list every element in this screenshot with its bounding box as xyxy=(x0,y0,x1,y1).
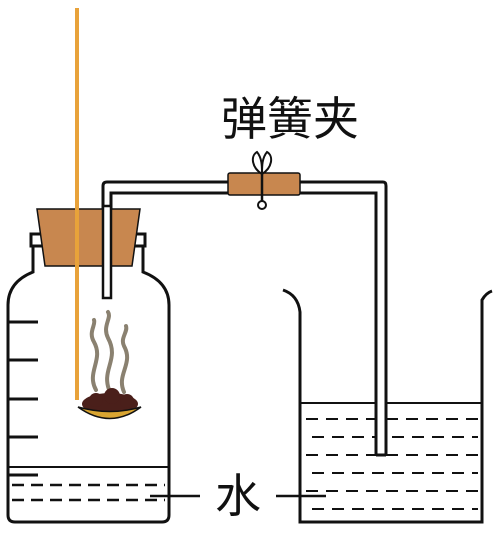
clamp-label: 弹簧夹 xyxy=(221,92,359,146)
clamp-right-wing xyxy=(260,150,273,176)
rubber-tube-segment xyxy=(227,172,301,196)
rubber-stopper xyxy=(36,208,141,267)
water-label: 水 xyxy=(215,469,261,523)
smoke-icon xyxy=(89,310,130,394)
beaker xyxy=(282,288,493,524)
bottle-body xyxy=(6,245,171,524)
gas-bottle xyxy=(6,232,171,524)
spring-clamp-icon[interactable] xyxy=(227,150,301,210)
clamp-left-wing xyxy=(251,150,264,176)
tube-through-stopper xyxy=(101,204,113,300)
residue-lump xyxy=(120,394,134,408)
residue-lump xyxy=(89,393,103,407)
clamp-bottom-loop xyxy=(257,200,267,210)
residue-lump xyxy=(104,388,120,404)
tube-end-in-beaker xyxy=(377,400,385,455)
combustion-spoon xyxy=(77,388,142,420)
beaker-body xyxy=(282,288,493,524)
spoon-bowl xyxy=(77,406,142,420)
